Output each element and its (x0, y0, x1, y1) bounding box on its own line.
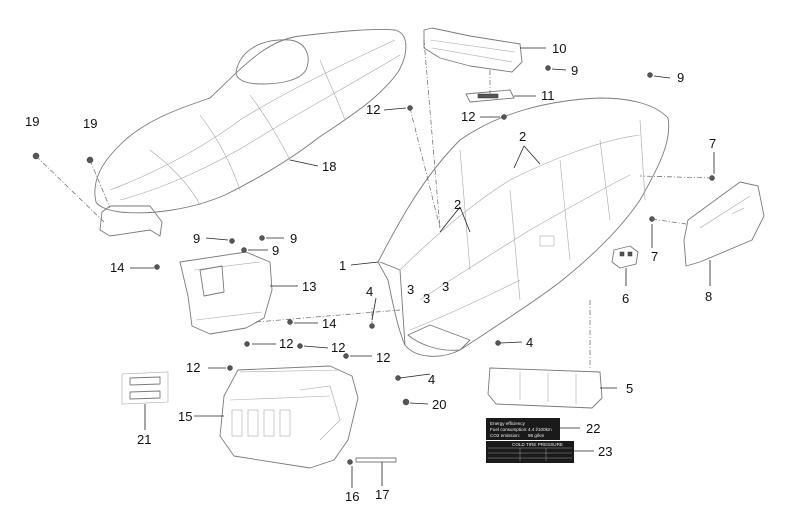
callout-16: 16 (345, 489, 359, 504)
pads-part (121, 371, 169, 405)
callout-12f: 12 (376, 350, 390, 365)
callout-19b: 19 (83, 116, 97, 131)
tire-pressure-label-part: COLD TIRE PRESSURE (486, 441, 574, 463)
callout-14: 14 (110, 260, 124, 275)
alignment-lines (35, 39, 713, 368)
callout-2: 2 (454, 197, 461, 212)
callout-6: 6 (622, 291, 629, 306)
callout-21: 21 (137, 432, 151, 447)
callout-3c: 3 (442, 279, 449, 294)
callout-8: 8 (705, 289, 712, 304)
leader-lines (130, 47, 715, 488)
callout-9d: 9 (290, 231, 297, 246)
callout-1: 1 (339, 258, 346, 273)
seat-lock-cover-part (423, 27, 523, 73)
callout-15: 15 (178, 409, 192, 424)
callout-12: 12 (366, 102, 380, 117)
callout-12b: 12 (461, 109, 475, 124)
tire-label-title: COLD TIRE PRESSURE (512, 442, 563, 447)
callout-12d: 12 (186, 360, 200, 375)
energy-label-row1-value: 4.4 l/100km (528, 427, 552, 432)
callout-13: 13 (302, 279, 316, 294)
seat-lock-plate-part (465, 89, 515, 103)
callout-5: 5 (626, 381, 633, 396)
callout-7b: 7 (651, 249, 658, 264)
callout-2b: 2 (519, 129, 526, 144)
callout-4b: 4 (526, 335, 533, 350)
seat-part (94, 29, 407, 237)
inner-cover-part (179, 251, 273, 335)
callout-12c: 12 (279, 336, 293, 351)
callout-20: 20 (432, 397, 446, 412)
callout-14b: 14 (322, 316, 336, 331)
callout-4c: 4 (428, 372, 435, 387)
bracket-part (611, 245, 639, 269)
callout-9c: 9 (193, 231, 200, 246)
callout-19: 19 (25, 114, 39, 129)
callout-12e: 12 (331, 340, 345, 355)
callout-numbers: 1 2 2 3 3 3 4 4 4 5 6 7 7 8 9 9 9 9 9 10… (25, 41, 716, 504)
panel-part (487, 367, 603, 409)
callout-11: 11 (541, 88, 555, 103)
side-cover-part (683, 181, 765, 267)
helmet-box-part (377, 97, 670, 357)
energy-label-row2-value: 98 g/km (528, 433, 545, 438)
callout-9: 9 (571, 63, 578, 78)
callout-3b: 3 (423, 291, 430, 306)
callout-10: 10 (552, 41, 566, 56)
energy-label-row2: CO2 emission: (490, 433, 520, 438)
energy-label-row1: Fuel consumption: (490, 427, 528, 432)
callout-17: 17 (375, 487, 389, 502)
fasteners (32, 65, 715, 465)
callout-9b: 9 (677, 70, 684, 85)
callout-22: 22 (586, 421, 600, 436)
callout-4: 4 (366, 284, 373, 299)
callout-9e: 9 (272, 243, 279, 258)
callout-18: 18 (322, 159, 336, 174)
energy-label-part: Energy efficiency Fuel consumption: 4.4 … (486, 418, 560, 440)
callout-7: 7 (709, 136, 716, 151)
battery-box-part (219, 365, 359, 469)
callout-23: 23 (598, 444, 612, 459)
callout-3: 3 (407, 282, 414, 297)
energy-label-title: Energy efficiency (490, 421, 526, 426)
